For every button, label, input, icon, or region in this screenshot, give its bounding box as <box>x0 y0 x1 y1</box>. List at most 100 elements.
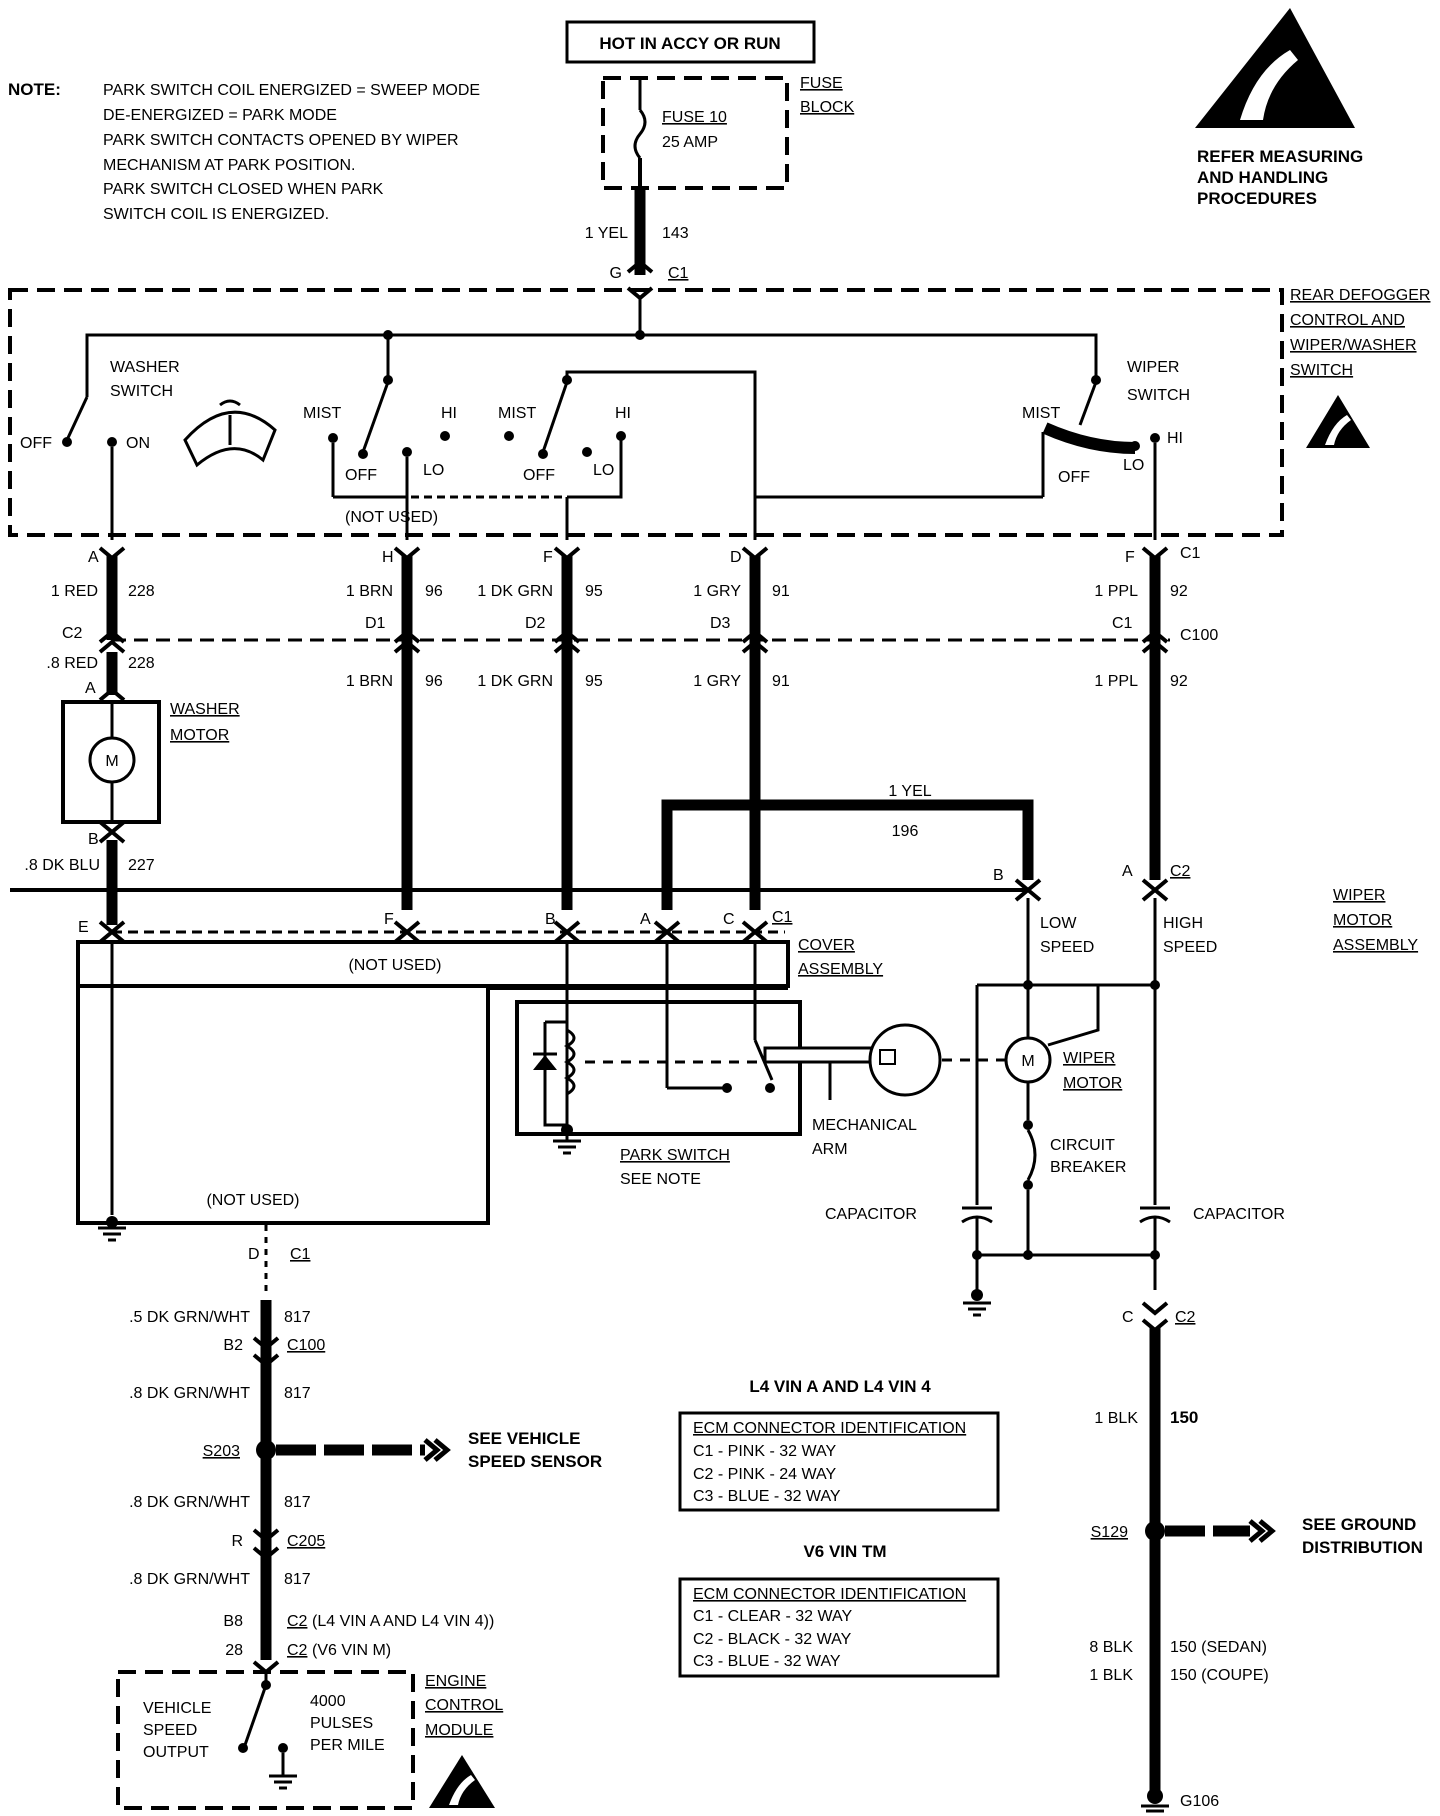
cover-assembly-box <box>76 940 790 988</box>
wiper-motor-label-1: WIPER <box>1063 1050 1115 1067</box>
esd-refer-2: AND HANDLING <box>1197 168 1328 187</box>
note-line-6: SWITCH COIL IS ENERGIZED. <box>103 206 329 223</box>
wire-top-circuit-2: 96 <box>425 583 443 600</box>
vss-circuit-3: 817 <box>284 1494 311 1511</box>
feed-wire: 1 YEL <box>585 225 628 242</box>
ground-ref-1: SEE GROUND <box>1302 1515 1416 1534</box>
vss-conn-c2-l4-note: (L4 VIN A AND L4 VIN 4)) <box>312 1613 494 1630</box>
pin-a: A <box>640 911 651 928</box>
wire-top-pin-d: D <box>730 549 742 566</box>
washer-switch-label-2: SWITCH <box>110 383 173 400</box>
mechanical-arm <box>763 1046 887 1064</box>
ecm-pulses-3: PER MILE <box>310 1737 385 1754</box>
vss-wire-2: .8 DK GRN/WHT <box>129 1385 250 1402</box>
washer-motor-label-2: MOTOR <box>170 727 229 744</box>
esd-refer-1: REFER MEASURING <box>1197 147 1363 166</box>
vss-pin-b2: B2 <box>223 1337 243 1354</box>
wire-top-pin-f: F <box>543 549 553 566</box>
ecm-table-1-title: ECM CONNECTOR IDENTIFICATION <box>693 1420 966 1437</box>
wire-mid-wire-5: 1 PPL <box>1094 673 1138 690</box>
switch-2-blade <box>541 381 569 453</box>
circuit-breaker-icon <box>1023 1120 1037 1190</box>
vss-conn-c2-v6-note: (V6 VIN M) <box>312 1642 391 1659</box>
ecm-pulses-1: 4000 <box>310 1693 346 1710</box>
ecm-pulses-2: PULSES <box>310 1715 373 1732</box>
inline-c100: C100 <box>1180 627 1218 644</box>
wire-top-wire-1: 1 RED <box>51 583 98 600</box>
vss-output-switch <box>243 1684 268 1746</box>
pin-b: B <box>545 911 556 928</box>
vss-wire-1: .5 DK GRN/WHT <box>129 1309 250 1326</box>
ground-circuit-1: 150 <box>1170 1408 1198 1427</box>
note-label: NOTE: <box>8 80 61 99</box>
washer-motor-pin-b: B <box>88 831 99 848</box>
ecm-table-2-row-3: C3 - BLUE - 32 WAY <box>693 1653 841 1670</box>
wiper-assembly-label-2: MOTOR <box>1333 912 1392 929</box>
park-switch-box <box>515 1000 802 1136</box>
ground-conn-c2: C2 <box>1175 1309 1196 1326</box>
washer-on: ON <box>126 435 150 452</box>
ecm-output-1: VEHICLE <box>143 1700 211 1717</box>
wire-mid-wire-1: .8 RED <box>46 655 98 672</box>
cover-label-2: ASSEMBLY <box>798 961 883 978</box>
bottom-pin-d: D <box>248 1246 260 1263</box>
circuit-breaker-1: CIRCUIT <box>1050 1137 1115 1154</box>
wire-mid-circuit-5: 92 <box>1170 673 1188 690</box>
washer-motor-out-circuit: 227 <box>128 857 155 874</box>
vss-conn-c100: C100 <box>287 1337 325 1354</box>
circuit-breaker-2: BREAKER <box>1050 1159 1126 1176</box>
switch-1-off: OFF <box>345 467 377 484</box>
switch-assembly-box <box>8 288 1284 537</box>
inline-d2: D2 <box>525 615 546 632</box>
feed-conn: C1 <box>668 265 689 282</box>
ground-icon-ecm <box>269 1774 297 1790</box>
vss-conn-c2-v6: C2 <box>287 1642 308 1659</box>
ecm-table-2 <box>678 1577 1000 1678</box>
capacitor-left-label: CAPACITOR <box>825 1206 917 1223</box>
note-line-5: PARK SWITCH CLOSED WHEN PARK <box>103 181 384 198</box>
splice-s203-label: S203 <box>203 1443 240 1460</box>
lower-not-used: (NOT USED) <box>206 1192 299 1209</box>
ecm-label-1: ENGINE <box>425 1673 486 1690</box>
switch-not-used: (NOT USED) <box>345 509 438 526</box>
switch-2-lo: LO <box>593 462 614 479</box>
fuse-name: FUSE 10 <box>662 109 727 126</box>
vss-conn-c2-l4: C2 <box>287 1613 308 1630</box>
c2-pin-a: A <box>1122 863 1133 880</box>
ecm-table-2-title: ECM CONNECTOR IDENTIFICATION <box>693 1586 966 1603</box>
ecm-label-3: MODULE <box>425 1722 493 1739</box>
switch-2-off: OFF <box>523 467 555 484</box>
ground-g106: G106 <box>1180 1793 1219 1810</box>
wiper-hi: HI <box>1167 430 1183 447</box>
cam-wheel-icon <box>868 1023 942 1097</box>
low-speed-1: LOW <box>1040 915 1077 932</box>
power-source-box <box>565 20 816 64</box>
wiper-motor-label-2: MOTOR <box>1063 1075 1122 1092</box>
fuse-icon <box>633 109 647 159</box>
switch-2-mist: MIST <box>498 405 536 422</box>
wire-top-circuit-4: 91 <box>772 583 790 600</box>
park-switch-note: SEE NOTE <box>620 1171 701 1188</box>
switch-assembly-label-4: SWITCH <box>1290 362 1353 379</box>
wire-top-wire-4: 1 GRY <box>693 583 741 600</box>
washer-motor-pin-a: A <box>85 680 96 697</box>
esd-refer-3: PROCEDURES <box>1197 189 1317 208</box>
inline-c1: C1 <box>1112 615 1133 632</box>
pin-f: F <box>384 911 394 928</box>
mech-arm-label-1: MECHANICAL <box>812 1117 917 1134</box>
park-relay-coil <box>563 1028 576 1096</box>
splice-s129-label: S129 <box>1091 1524 1128 1541</box>
washer-motor-label-1: WASHER <box>170 701 240 718</box>
washer-motor-icon <box>88 736 136 784</box>
wire-mid-circuit-1: 228 <box>128 655 155 672</box>
vss-ref-2: SPEED SENSOR <box>468 1452 602 1471</box>
ground-icon-left <box>98 1216 126 1242</box>
ground-dist-arrow-icon <box>1248 1519 1276 1543</box>
splice-s203 <box>256 1440 276 1460</box>
wire-mid-wire-2: 1 BRN <box>346 673 393 690</box>
wiper-assembly-label-1: WIPER <box>1333 887 1385 904</box>
feed-circuit: 143 <box>662 225 689 242</box>
wire-column-ppl <box>1141 546 1169 880</box>
vss-sensor-arrow-icon <box>423 1438 451 1462</box>
wire-column-brn <box>393 546 421 910</box>
